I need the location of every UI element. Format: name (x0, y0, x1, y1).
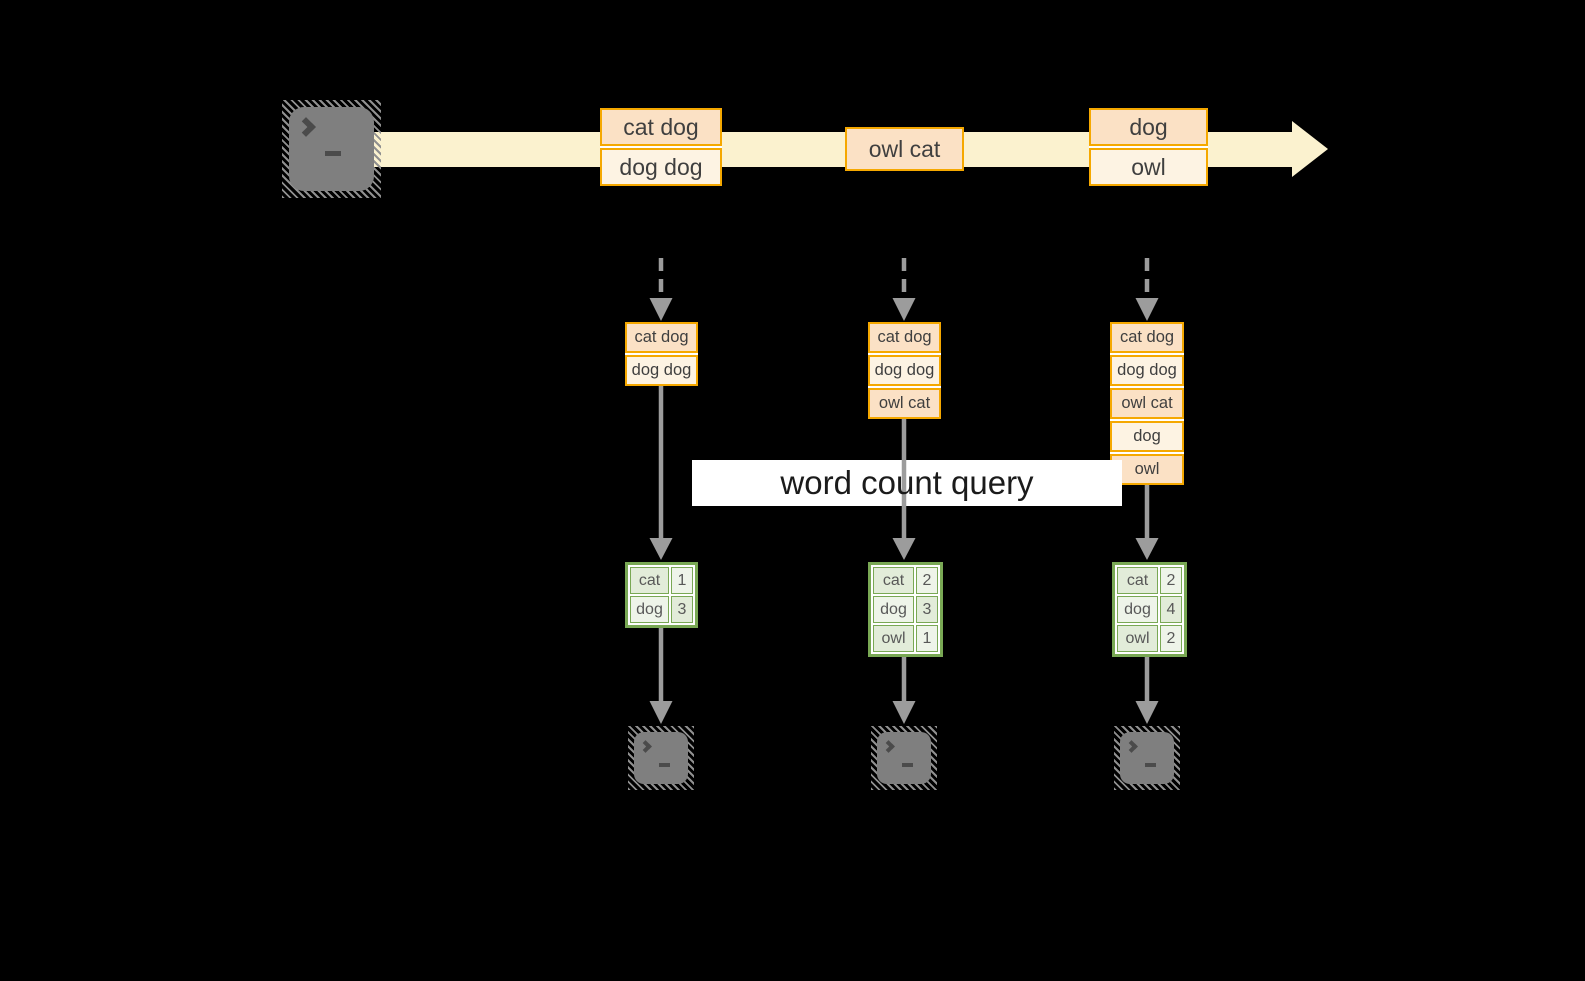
buffer-line: dog dog (625, 355, 698, 386)
word-cell: cat (873, 567, 914, 594)
consumer-2-count-table: cat 2 dog 3 owl 1 (868, 562, 943, 657)
prompt-underscore-icon (659, 763, 670, 767)
word-cell: dog (630, 596, 669, 623)
prompt-chevron-icon (1125, 740, 1138, 753)
word-cell: cat (1117, 567, 1158, 594)
buffer-line: dog dog (868, 355, 941, 386)
word-cell: owl (873, 625, 914, 652)
stream-arrow-head (1292, 121, 1328, 177)
consumer-1-buffer: cat dog dog dog (625, 322, 698, 386)
count-cell: 1 (916, 625, 938, 652)
buffer-line: dog dog (1110, 355, 1184, 386)
prompt-chevron-icon (639, 740, 652, 753)
buffer-line: cat dog (625, 322, 698, 353)
buffer-line: dog (1110, 421, 1184, 452)
count-cell: 2 (916, 567, 938, 594)
prompt-underscore-icon (325, 151, 341, 156)
stream-message-1: cat dog dog dog (600, 108, 722, 186)
word-cell: owl (1117, 625, 1158, 652)
consumer-1-count-table: cat 1 dog 3 (625, 562, 698, 628)
buffer-line: cat dog (1110, 322, 1184, 353)
sink-terminal-icon-2 (871, 726, 937, 790)
count-cell: 4 (1160, 596, 1182, 623)
word-cell: cat (630, 567, 669, 594)
source-terminal-icon (282, 100, 381, 198)
message-line: owl cat (845, 127, 964, 171)
buffer-line: owl cat (1110, 388, 1184, 419)
sink-terminal-icon-3 (1114, 726, 1180, 790)
count-cell: 1 (671, 567, 693, 594)
prompt-chevron-icon (296, 117, 316, 137)
buffer-line: cat dog (868, 322, 941, 353)
terminal-screen (634, 732, 688, 784)
terminal-screen (877, 732, 931, 784)
consumer-2-buffer: cat dog dog dog owl cat (868, 322, 941, 419)
query-banner-label: word count query (780, 464, 1034, 501)
prompt-underscore-icon (1145, 763, 1156, 767)
prompt-chevron-icon (882, 740, 895, 753)
buffer-line: owl cat (868, 388, 941, 419)
query-banner-background (692, 460, 1122, 506)
terminal-screen (1120, 732, 1174, 784)
message-line: dog (1089, 108, 1208, 146)
prompt-underscore-icon (902, 763, 913, 767)
count-cell: 2 (1160, 567, 1182, 594)
stream-message-3: dog owl (1089, 108, 1208, 186)
sink-terminal-icon-1 (628, 726, 694, 790)
message-line: owl (1089, 148, 1208, 186)
word-cell: dog (1117, 596, 1158, 623)
count-cell: 3 (916, 596, 938, 623)
word-cell: dog (873, 596, 914, 623)
terminal-screen (289, 107, 374, 191)
consumer-3-count-table: cat 2 dog 4 owl 2 (1112, 562, 1187, 657)
count-cell: 3 (671, 596, 693, 623)
message-line: dog dog (600, 148, 722, 186)
message-line: cat dog (600, 108, 722, 146)
buffer-line: owl (1110, 454, 1184, 485)
count-cell: 2 (1160, 625, 1182, 652)
stream-message-2: owl cat (845, 127, 964, 171)
consumer-3-buffer: cat dog dog dog owl cat dog owl (1110, 322, 1184, 485)
